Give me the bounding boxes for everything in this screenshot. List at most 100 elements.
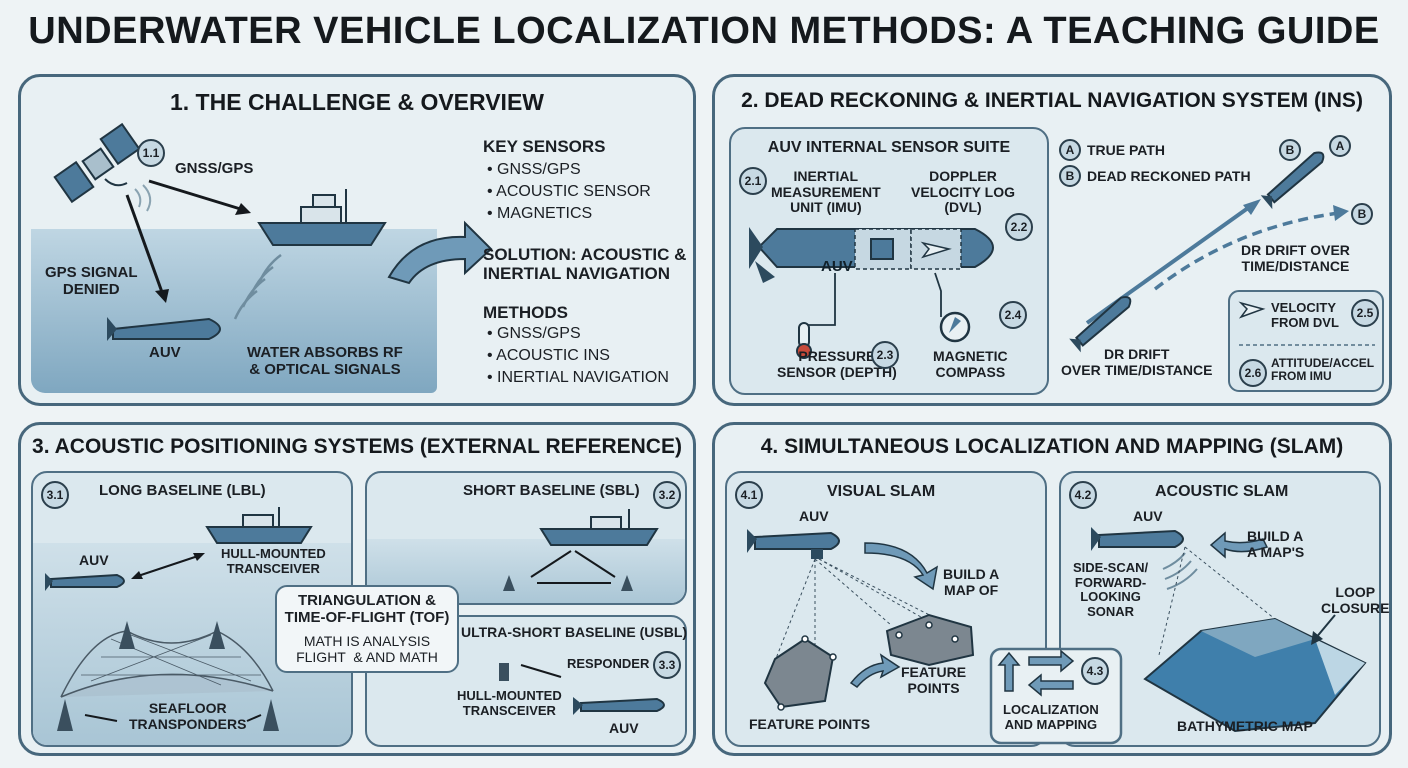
ins-illustration	[749, 151, 1384, 392]
feature-points-bottom-label: FEATURE POINTS	[749, 716, 871, 732]
lbl-title: LONG BASELINE (LBL)	[99, 482, 266, 499]
usbl-auv-label: AUV	[609, 720, 639, 736]
sonar-wave-icon	[1162, 552, 1198, 590]
loop-closure-label: LOOP CLOSURE	[1321, 584, 1390, 616]
dvl-label: DOPPLER VELOCITY LOG (DVL)	[911, 168, 1015, 216]
methods-list: GNSS/GPS ACOUSTIC INS INERTIAL NAVIGATIO…	[487, 323, 669, 389]
auv-icon	[749, 227, 994, 283]
key-sensors-title: KEY SENSORS	[483, 137, 606, 156]
step-badge: 2.5	[1351, 299, 1379, 327]
step-badge: 3.1	[41, 481, 69, 509]
tof-title: TRIANGULATION & TIME-OF-FLIGHT (TOF)	[284, 592, 450, 626]
bathymetric-map-label: BATHYMETRIC MAP	[1177, 718, 1313, 734]
dvl-icon	[920, 241, 952, 259]
panel-title: 4. SIMULTANEOUS LOCALIZATION AND MAPPING…	[760, 435, 1344, 458]
transponder-icon	[499, 663, 509, 681]
list-item: GNSS/GPS	[487, 159, 651, 181]
list-item: ACOUSTIC SENSOR	[487, 181, 651, 203]
drift-label-bottom: DR DRIFT OVER TIME/DISTANCE	[1061, 346, 1213, 378]
suite-title: AUV INTERNAL SENSOR SUITE	[767, 139, 1011, 156]
step-badge: 3.2	[653, 481, 681, 509]
responder-label: RESPONDER	[567, 656, 650, 671]
gps-denied-label: GPS SIGNAL DENIED	[45, 264, 138, 298]
slam-illustration	[747, 527, 1367, 745]
velocity-label: VELOCITY FROM DVL	[1271, 300, 1339, 330]
feature-points-right-label: FEATURE POINTS	[901, 664, 967, 696]
ocean-water	[31, 229, 437, 393]
satellite-icon	[53, 122, 152, 212]
auv-label: AUV	[149, 344, 181, 361]
list-item: MAGNETICS	[487, 203, 651, 225]
auv-label: AUV	[821, 258, 853, 275]
auv-icon	[107, 317, 221, 341]
list-item: INERTIAL NAVIGATION	[487, 367, 669, 389]
auv-icon	[1069, 296, 1132, 353]
solution-arrow-icon	[387, 220, 493, 285]
compass-label: MAGNETIC COMPASS	[933, 348, 1008, 380]
legend-dr-path: DEAD RECKONED PATH	[1087, 168, 1251, 184]
auv-icon	[45, 573, 125, 591]
step-badge: 4.2	[1069, 481, 1097, 509]
ship-icon	[205, 507, 313, 544]
legend-badge-b: B	[1059, 165, 1081, 187]
page-title: UNDERWATER VEHICLE LOCALIZATION METHODS:…	[28, 10, 1380, 52]
path-b-marker: B	[1279, 139, 1301, 161]
drift-label-right: DR DRIFT OVER TIME/DISTANCE	[1241, 242, 1350, 274]
auv-icon	[1091, 527, 1184, 551]
visual-slam-title: VISUAL SLAM	[827, 483, 936, 500]
auv-icon	[747, 529, 840, 559]
usbl-hull-label: HULL-MOUNTED TRANSCEIVER	[457, 688, 562, 718]
localization-mapping-label: LOCALIZATION AND MAPPING	[1003, 702, 1099, 732]
list-item: ACOUSTIC INS	[487, 345, 669, 367]
ship-icon	[539, 509, 659, 546]
panel-title: 2. DEAD RECKONING & INERTIAL NAVIGATION …	[741, 89, 1363, 112]
step-badge: 2.1	[739, 167, 767, 195]
legend-true-path: TRUE PATH	[1087, 142, 1166, 158]
panel-challenge-overview: 1. THE CHALLENGE & OVERVIEW	[18, 74, 696, 406]
key-sensors-list: GNSS/GPS ACOUSTIC SENSOR MAGNETICS	[487, 159, 651, 225]
imu-chip-icon	[870, 238, 894, 260]
water-absorbs-label: WATER ABSORBS RF & OPTICAL SIGNALS	[247, 344, 403, 378]
compass-icon	[939, 311, 971, 343]
hull-transceiver-label: HULL-MOUNTED TRANSCEIVER	[221, 546, 326, 576]
attitude-label: ATTITUDE/ACCEL FROM IMU	[1271, 356, 1375, 384]
panel-slam: 4. SIMULTANEOUS LOCALIZATION AND MAPPING…	[712, 422, 1392, 756]
list-item: GNSS/GPS	[487, 323, 669, 345]
thermometer-icon	[796, 322, 812, 359]
ship-icon	[257, 189, 387, 246]
step-badge: 1.1	[137, 139, 165, 167]
velocity-icon	[1238, 301, 1266, 319]
lbl-auv-label: AUV	[79, 552, 109, 568]
methods-title: METHODS	[483, 303, 568, 322]
tof-body: MATH IS ANALYSIS FLIGHT & AND MATH	[296, 633, 438, 666]
panel-title: 3. ACOUSTIC POSITIONING SYSTEMS (EXTERNA…	[32, 435, 682, 458]
seafloor-label: SEAFLOOR TRANSPONDERS	[129, 700, 247, 732]
path-b-end-marker: B	[1351, 203, 1373, 225]
gnss-label: GNSS/GPS	[175, 160, 254, 177]
usbl-title: ULTRA-SHORT BASELINE (USBL)	[461, 624, 688, 640]
transponder-icon	[57, 621, 279, 731]
overview-illustration	[53, 122, 493, 341]
acoustic-auv-label: AUV	[1133, 508, 1163, 524]
step-badge: 2.6	[1239, 359, 1267, 387]
panel-acoustic-positioning: 3. ACOUSTIC POSITIONING SYSTEMS (EXTERNA…	[18, 422, 696, 756]
acoustic-slam-title: ACOUSTIC SLAM	[1155, 483, 1289, 500]
build-maps-label: BUILD A A MAP'S	[1247, 528, 1305, 560]
acoustic-illustration	[45, 507, 665, 731]
imu-label: INERTIAL MEASUREMENT UNIT (IMU)	[771, 168, 881, 216]
acoustic-wave-icon	[233, 253, 282, 320]
step-badge: 3.3	[653, 651, 681, 679]
sonar-label: SIDE-SCAN/ FORWARD- LOOKING SONAR	[1073, 560, 1149, 619]
legend-badge-a: A	[1059, 139, 1081, 161]
exchange-arrows-icon	[997, 649, 1075, 697]
solution-label: SOLUTION: ACOUSTIC & INERTIAL NAVIGATION	[483, 245, 687, 284]
step-badge: 4.1	[735, 481, 763, 509]
sbl-title: SHORT BASELINE (SBL)	[463, 482, 640, 499]
step-badge: 2.2	[1005, 213, 1033, 241]
visual-auv-label: AUV	[799, 508, 829, 524]
panel-dead-reckoning: 2. DEAD RECKONING & INERTIAL NAVIGATION …	[712, 74, 1392, 406]
step-badge: 2.3	[871, 341, 899, 369]
build-map-label: BUILD A MAP OF	[943, 566, 1000, 598]
auv-icon	[573, 697, 665, 715]
path-a-marker: A	[1329, 135, 1351, 157]
